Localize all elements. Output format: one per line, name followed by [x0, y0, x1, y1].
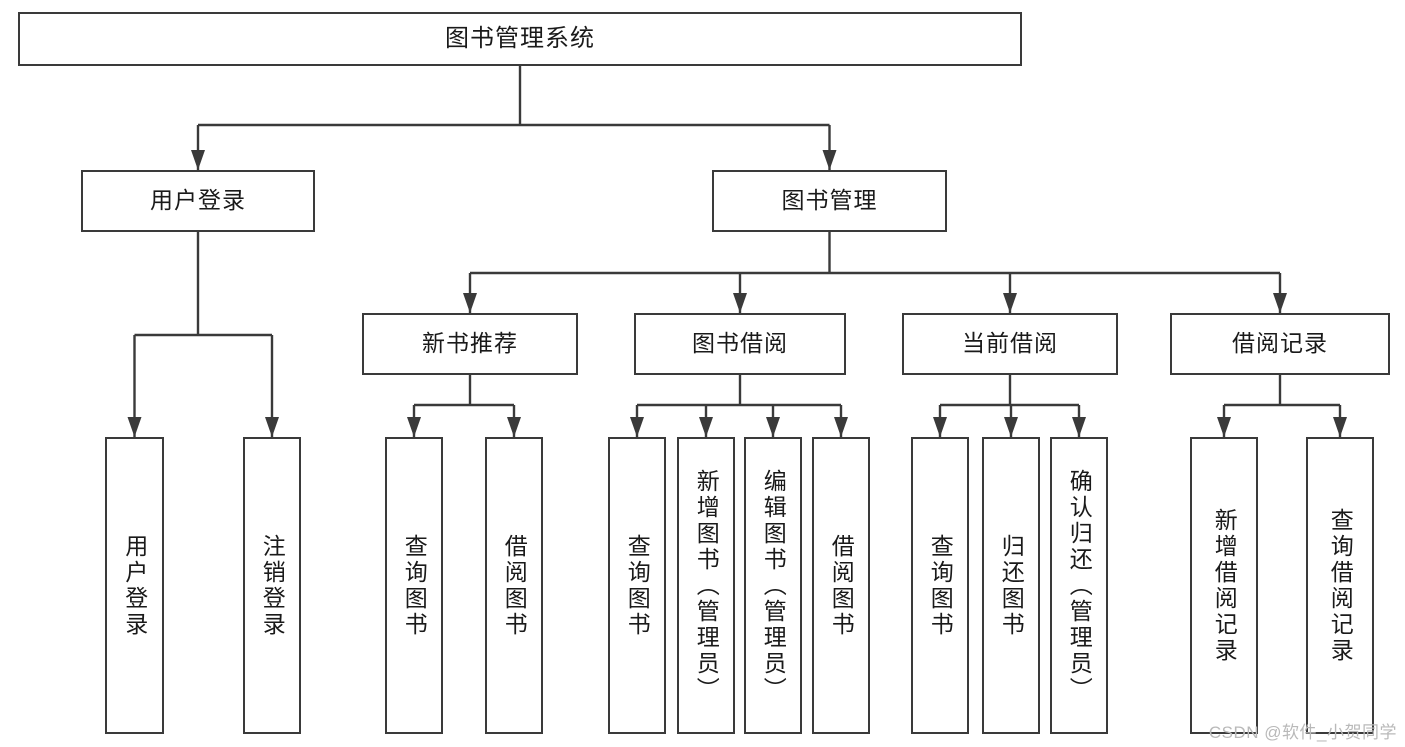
node-l-nb-query[interactable]: 查询图书 — [385, 437, 443, 734]
arrow-head-icon — [766, 417, 780, 437]
arrow-head-icon — [507, 417, 521, 437]
node-label: 用户登录 — [121, 533, 148, 638]
node-l-login[interactable]: 用户登录 — [105, 437, 164, 734]
arrow-head-icon — [822, 150, 837, 170]
arrow-head-icon — [127, 417, 142, 437]
node-l-cu-query[interactable]: 查询图书 — [911, 437, 969, 734]
node-label: 图书借阅 — [692, 330, 788, 357]
node-label: 查询图书 — [401, 533, 428, 638]
arrow-head-icon — [1273, 293, 1287, 313]
node-l-bo-edit[interactable]: 编辑图书（管理员） — [744, 437, 802, 734]
arrow-head-icon — [1003, 293, 1017, 313]
node-label: 新书推荐 — [422, 330, 518, 357]
node-current[interactable]: 当前借阅 — [902, 313, 1118, 375]
node-label: 查询借阅记录 — [1327, 507, 1354, 664]
arrow-head-icon — [630, 417, 644, 437]
node-l-logout[interactable]: 注销登录 — [243, 437, 301, 734]
arrow-head-icon — [1072, 417, 1086, 437]
node-bookmgmt[interactable]: 图书管理 — [712, 170, 947, 232]
arrow-head-icon — [834, 417, 848, 437]
node-borrow[interactable]: 图书借阅 — [634, 313, 846, 375]
node-label: 归还图书 — [998, 533, 1025, 638]
arrow-head-icon — [1333, 417, 1347, 437]
node-label: 确认归还（管理员） — [1066, 468, 1093, 703]
node-label: 编辑图书（管理员） — [760, 468, 787, 703]
node-label: 当前借阅 — [962, 330, 1058, 357]
arrow-head-icon — [933, 417, 947, 437]
arrow-head-icon — [733, 293, 747, 313]
node-label: 查询图书 — [927, 533, 954, 638]
node-newbook[interactable]: 新书推荐 — [362, 313, 578, 375]
arrow-head-icon — [463, 293, 477, 313]
node-label: 新增借阅记录 — [1211, 507, 1238, 664]
node-l-cu-ret[interactable]: 归还图书 — [982, 437, 1040, 734]
node-record[interactable]: 借阅记录 — [1170, 313, 1390, 375]
node-l-re-query[interactable]: 查询借阅记录 — [1306, 437, 1374, 734]
node-label: 新增图书（管理员） — [693, 468, 720, 703]
node-l-cu-conf[interactable]: 确认归还（管理员） — [1050, 437, 1108, 734]
node-l-re-add[interactable]: 新增借阅记录 — [1190, 437, 1258, 734]
arrow-head-icon — [265, 417, 279, 437]
node-label: 借阅记录 — [1232, 330, 1328, 357]
node-label: 借阅图书 — [828, 533, 855, 638]
arrow-head-icon — [191, 150, 205, 170]
arrow-head-icon — [407, 417, 421, 437]
arrow-head-icon — [1004, 417, 1018, 437]
node-root[interactable]: 图书管理系统 — [18, 12, 1022, 66]
node-label: 借阅图书 — [501, 533, 528, 638]
arrow-head-icon — [1217, 417, 1231, 437]
node-label: 查询图书 — [624, 533, 651, 638]
node-l-bo-lend[interactable]: 借阅图书 — [812, 437, 870, 734]
node-l-bo-query[interactable]: 查询图书 — [608, 437, 666, 734]
node-label: 用户登录 — [150, 187, 246, 214]
node-label: 注销登录 — [259, 533, 286, 638]
node-l-bo-add[interactable]: 新增图书（管理员） — [677, 437, 735, 734]
node-l-nb-borrow[interactable]: 借阅图书 — [485, 437, 543, 734]
node-login[interactable]: 用户登录 — [81, 170, 315, 232]
node-label: 图书管理 — [781, 187, 878, 214]
watermark: CSDN @软件_小贺同学 — [1208, 723, 1397, 742]
arrow-head-icon — [699, 417, 713, 437]
node-label: 图书管理系统 — [445, 24, 595, 52]
